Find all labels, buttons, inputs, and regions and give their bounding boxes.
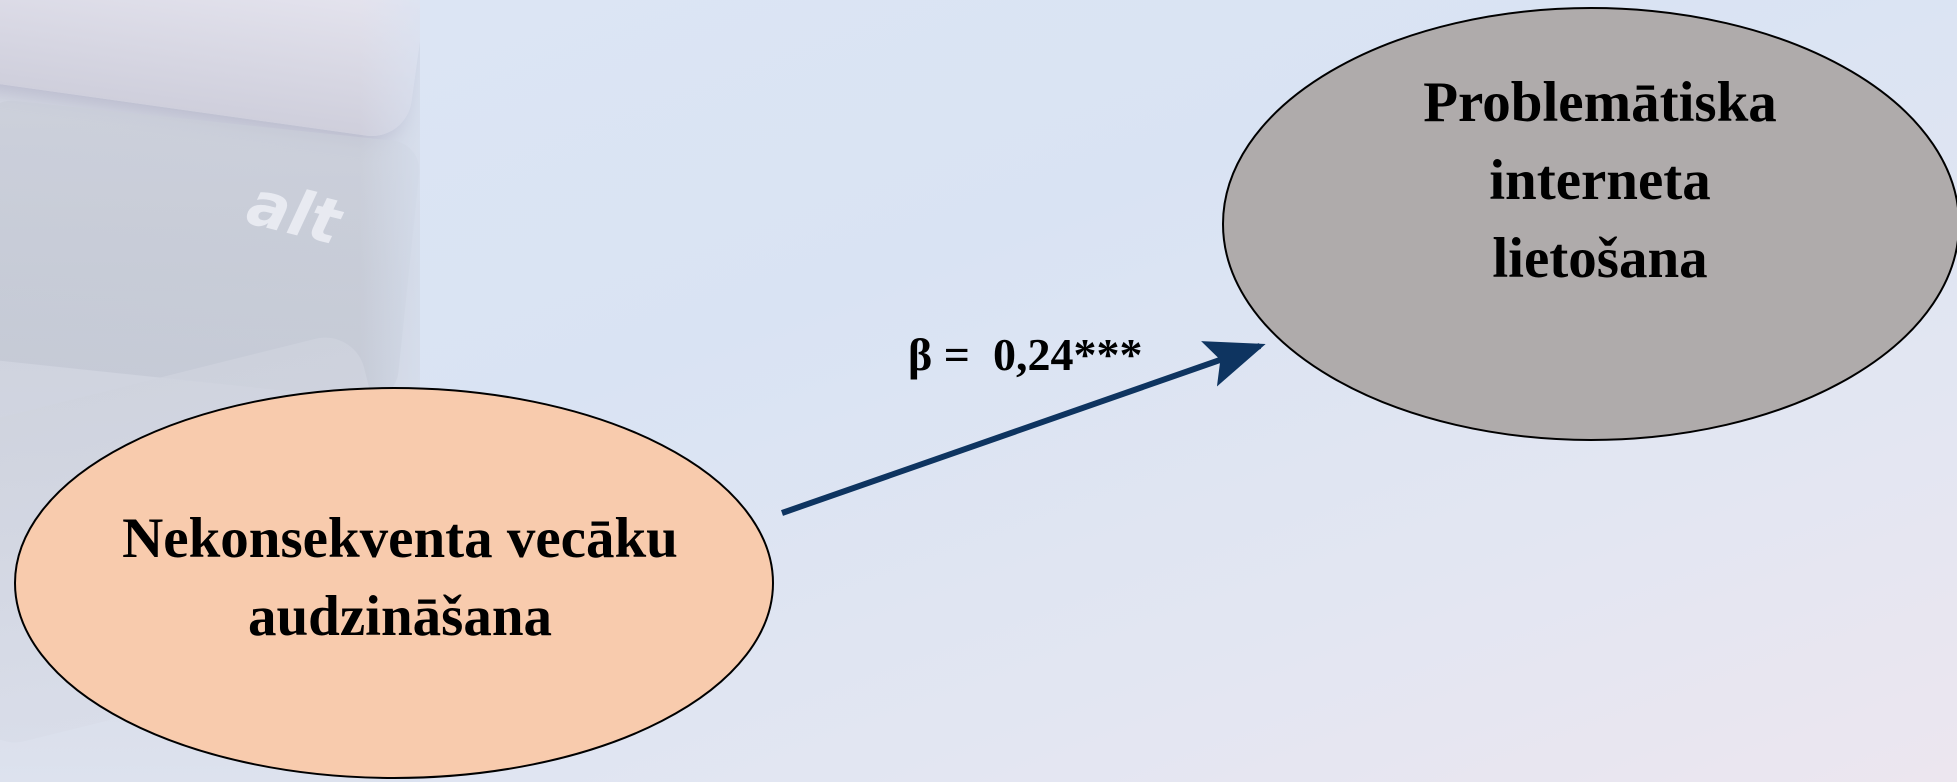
source-label-line: audzināšana (247, 585, 553, 648)
source-label-line: Nekonsekventa vecāku (122, 507, 678, 570)
target-label-line: lietošana (1492, 227, 1708, 290)
target-label-line: Problemātiska (1423, 71, 1777, 134)
target-construct-label: Problemātiska interneta lietošana (1300, 64, 1900, 298)
path-coefficient-label: β = 0,24*** (908, 329, 1143, 380)
target-label-line: interneta (1489, 149, 1711, 212)
target-construct-ellipse (1222, 7, 1957, 441)
path-arrow (781, 341, 1266, 516)
source-construct-label: Nekonsekventa vecāku audzināšana (40, 500, 760, 656)
source-construct-ellipse (14, 387, 774, 779)
